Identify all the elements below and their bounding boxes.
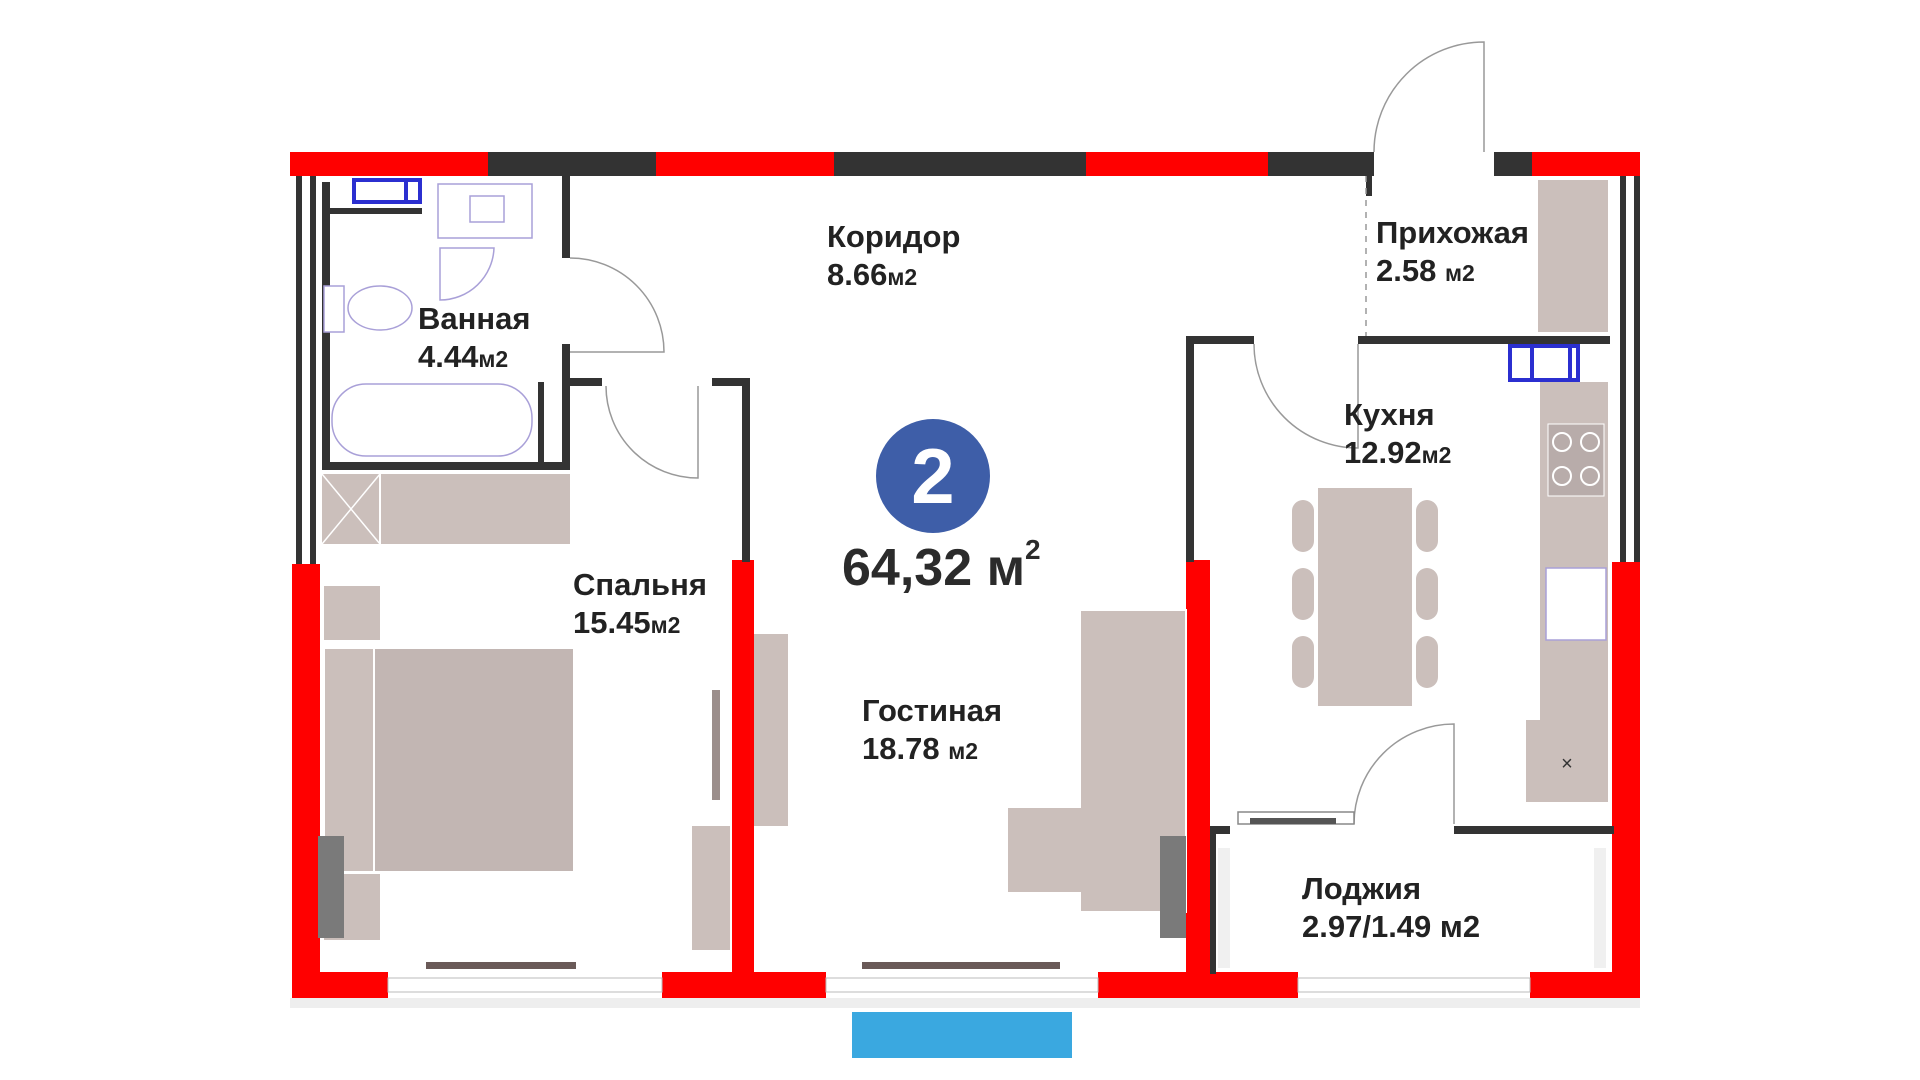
window-markers xyxy=(352,178,1580,1058)
room-name: Кухня xyxy=(1344,397,1435,432)
room-area: 15.45м2 xyxy=(573,605,681,640)
room-name: Спальня xyxy=(573,567,707,602)
outer-wall-bottom xyxy=(290,962,1640,1008)
tv-unit xyxy=(692,634,788,950)
room-label-bathroom: Ванная 4.44м2 xyxy=(418,300,530,378)
loggia-area xyxy=(1218,848,1606,968)
room-name: Лоджия xyxy=(1302,871,1422,906)
outer-wall-top xyxy=(290,152,1640,176)
bed xyxy=(318,586,575,940)
room-label-loggia: Лоджия 2.97/1.49 м2 xyxy=(1302,870,1480,946)
bathroom-wardrobe xyxy=(321,473,570,545)
room-name: Гостиная xyxy=(862,693,1003,728)
outer-wall-right xyxy=(1612,176,1640,984)
room-area: 12.92м2 xyxy=(1344,435,1452,470)
dining-table xyxy=(1292,488,1438,706)
room-area: 18.78 м2 xyxy=(862,731,979,766)
room-label-corridor: Коридор 8.66м2 xyxy=(827,218,960,296)
room-area: 8.66м2 xyxy=(827,257,918,292)
room-label-hall: Прихожая 2.58 м2 xyxy=(1376,214,1529,292)
total-area: 64,32 м2 xyxy=(842,534,1041,597)
room-label-kitchen: Кухня 12.92м2 xyxy=(1344,396,1451,474)
outer-wall-left xyxy=(292,176,320,982)
room-area: 2.97/1.49 м2 xyxy=(1302,909,1481,944)
rooms-count-badge: 2 xyxy=(876,419,990,533)
kitchen-counter: × xyxy=(1526,382,1608,802)
sofa xyxy=(1008,609,1187,938)
hall-wardrobe xyxy=(1538,180,1608,332)
doors xyxy=(569,41,1485,825)
bathroom-fixtures xyxy=(323,183,533,457)
room-name: Прихожая xyxy=(1376,215,1529,250)
room-label-bedroom: Спальня 15.45м2 xyxy=(573,566,707,644)
interior-load-walls xyxy=(732,560,1210,980)
room-area: 2.58 м2 xyxy=(1376,253,1475,288)
room-name: Коридор xyxy=(827,219,961,254)
room-name: Ванная xyxy=(418,301,531,336)
svg-text:×: × xyxy=(1561,753,1573,775)
room-area: 4.44м2 xyxy=(418,339,509,374)
room-label-living: Гостиная 18.78 м2 xyxy=(862,692,1002,770)
